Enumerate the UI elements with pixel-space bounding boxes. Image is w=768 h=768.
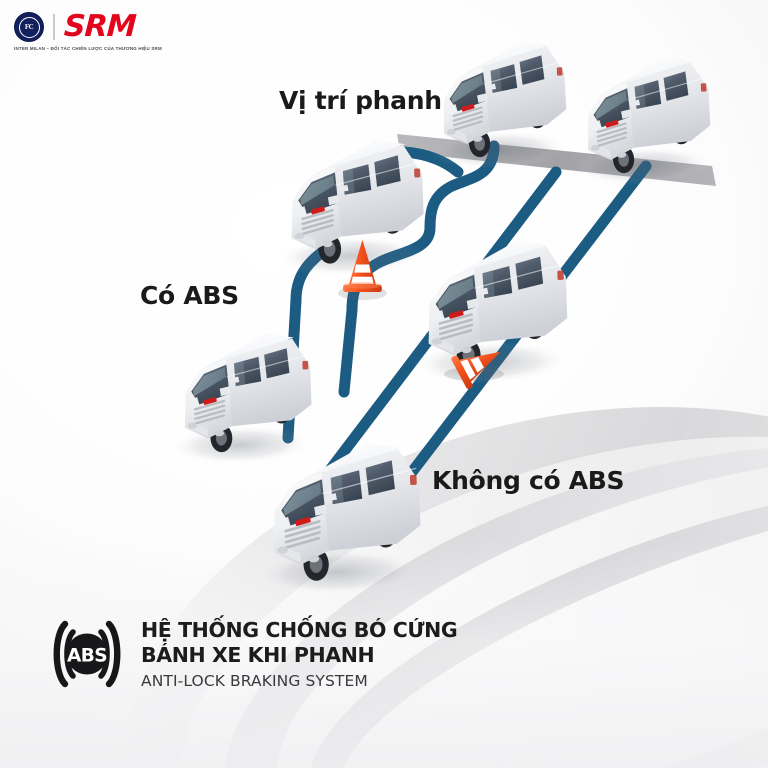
van-with-abs-end [165,331,315,467]
van-without-abs-end [251,441,424,598]
svg-text:ABS: ABS [67,646,107,667]
brand-logo-row: FC SRM [14,9,162,44]
inter-milan-logo: FC [14,12,44,42]
van-with-abs-start [424,38,570,173]
label-brake-point: Vị trí phanh [279,86,442,115]
inter-milan-monogram: FC [18,16,40,38]
van-without-abs-start [568,54,714,189]
abs-headline-line2: BÁNH XE KHI PHANH [141,643,375,667]
srm-wordmark: SRM [62,9,137,44]
label-with-abs: Có ABS [140,281,239,310]
abs-footer-text: HỆ THỐNG CHỐNG BÓ CỨNG BÁNH XE KHI PHANH… [141,618,458,690]
abs-warning-icon: ABS [48,615,126,693]
label-without-abs: Không có ABS [432,466,625,495]
van-without-abs-middle [407,238,571,387]
brand-tagline: INTER MILAN – ĐỐI TÁC CHIẾN LƯỢC CỦA THƯ… [14,46,162,51]
abs-footer-badge: ABS HỆ THỐNG CHỐNG BÓ CỨNG BÁNH XE KHI P… [48,615,458,693]
logo-divider [53,14,55,40]
brand-header: FC SRM INTER MILAN – ĐỐI TÁC CHIẾN LƯỢC … [14,9,162,51]
abs-subheadline-english: ANTI-LOCK BRAKING SYSTEM [141,671,368,690]
abs-headline-line1: HỆ THỐNG CHỐNG BÓ CỨNG [141,618,458,643]
van-with-abs-middle [271,138,427,279]
